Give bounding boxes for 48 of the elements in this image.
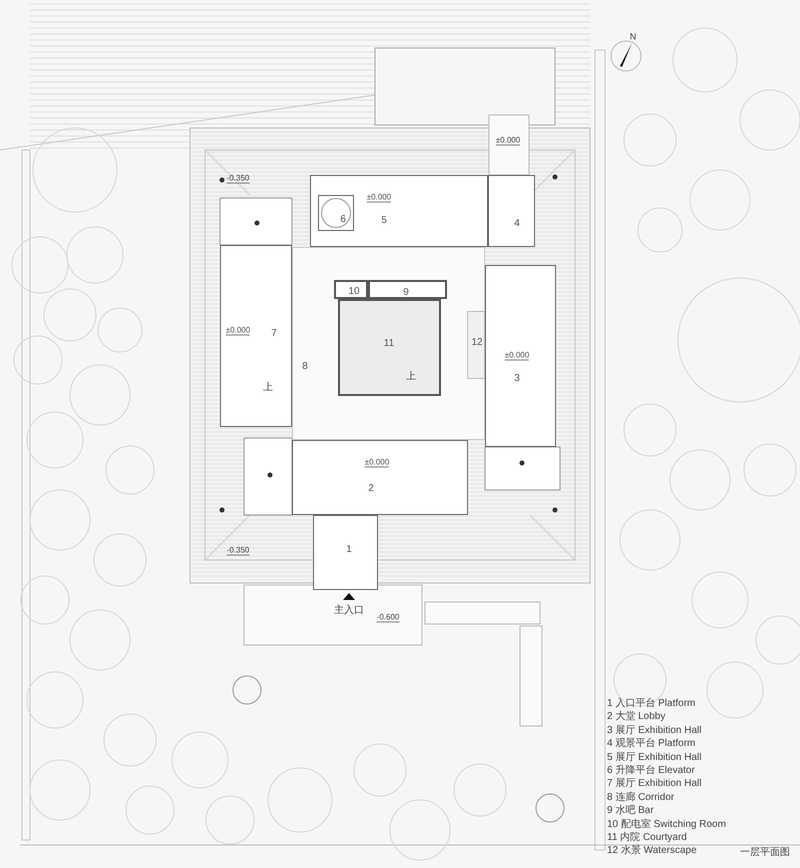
room-number: 9 — [403, 288, 409, 298]
legend-entry: 9 水吧 Bar — [607, 806, 654, 816]
elevation-mark: ±0.000 — [226, 326, 250, 336]
room-number: 7 — [271, 329, 277, 339]
drawing-title: 一层平面图 — [740, 848, 790, 858]
room-number: 2 — [368, 484, 374, 494]
room-number: 12 — [471, 338, 483, 348]
legend-entry: 10 配电室 Switching Room — [607, 820, 726, 830]
legend-entry: 2 大堂 Lobby — [607, 712, 666, 722]
elevation-mark: -0.350 — [226, 174, 250, 184]
stair-direction-label: 上 — [263, 383, 273, 393]
room-number: 11 — [384, 339, 394, 349]
room-number: 4 — [514, 219, 520, 229]
elevation-mark: -0.600 — [376, 614, 400, 622]
room — [488, 175, 535, 247]
room — [292, 247, 485, 440]
north-label: N — [630, 32, 636, 42]
room-number: 1 — [346, 545, 352, 555]
legend-entry: 1 入口平台 Platform — [607, 699, 696, 709]
room-number: 6 — [340, 215, 346, 225]
room — [485, 265, 556, 447]
room-number: 3 — [514, 374, 520, 384]
room — [467, 311, 485, 379]
elevation-mark: ±0.000 — [496, 136, 520, 146]
elevation-mark: -0.350 — [226, 546, 250, 556]
room — [292, 440, 468, 515]
elevation-mark: ±0.000 — [366, 194, 392, 202]
room-number: 10 — [348, 287, 360, 297]
room — [338, 299, 441, 396]
room — [334, 280, 368, 299]
room — [313, 515, 378, 590]
stair-direction-label: 上 — [406, 372, 416, 382]
room — [368, 280, 447, 299]
room — [310, 175, 488, 247]
legend-entry: 6 升降平台 Elevator — [607, 766, 695, 776]
room-number: 5 — [381, 216, 387, 226]
legend-entry: 3 展厅 Exhibition Hall — [607, 726, 702, 736]
elevation-mark: ±0.000 — [364, 458, 390, 468]
room-number: 8 — [302, 362, 308, 372]
legend-entry: 7 展厅 Exhibition Hall — [607, 779, 702, 790]
legend-entry: 5 展厅 Exhibition Hall — [607, 752, 702, 763]
legend-entry: 12 水景 Waterscape — [607, 846, 697, 856]
legend-entry: 11 内院 Courtyard — [607, 833, 687, 843]
room — [220, 245, 292, 427]
entrance-label: 主入口 — [334, 606, 364, 616]
legend-entry: 8 连廊 Corridor — [607, 792, 674, 803]
legend-entry: 4 观景平台 Platform — [607, 739, 696, 750]
elevation-mark: ±0.000 — [504, 352, 530, 360]
